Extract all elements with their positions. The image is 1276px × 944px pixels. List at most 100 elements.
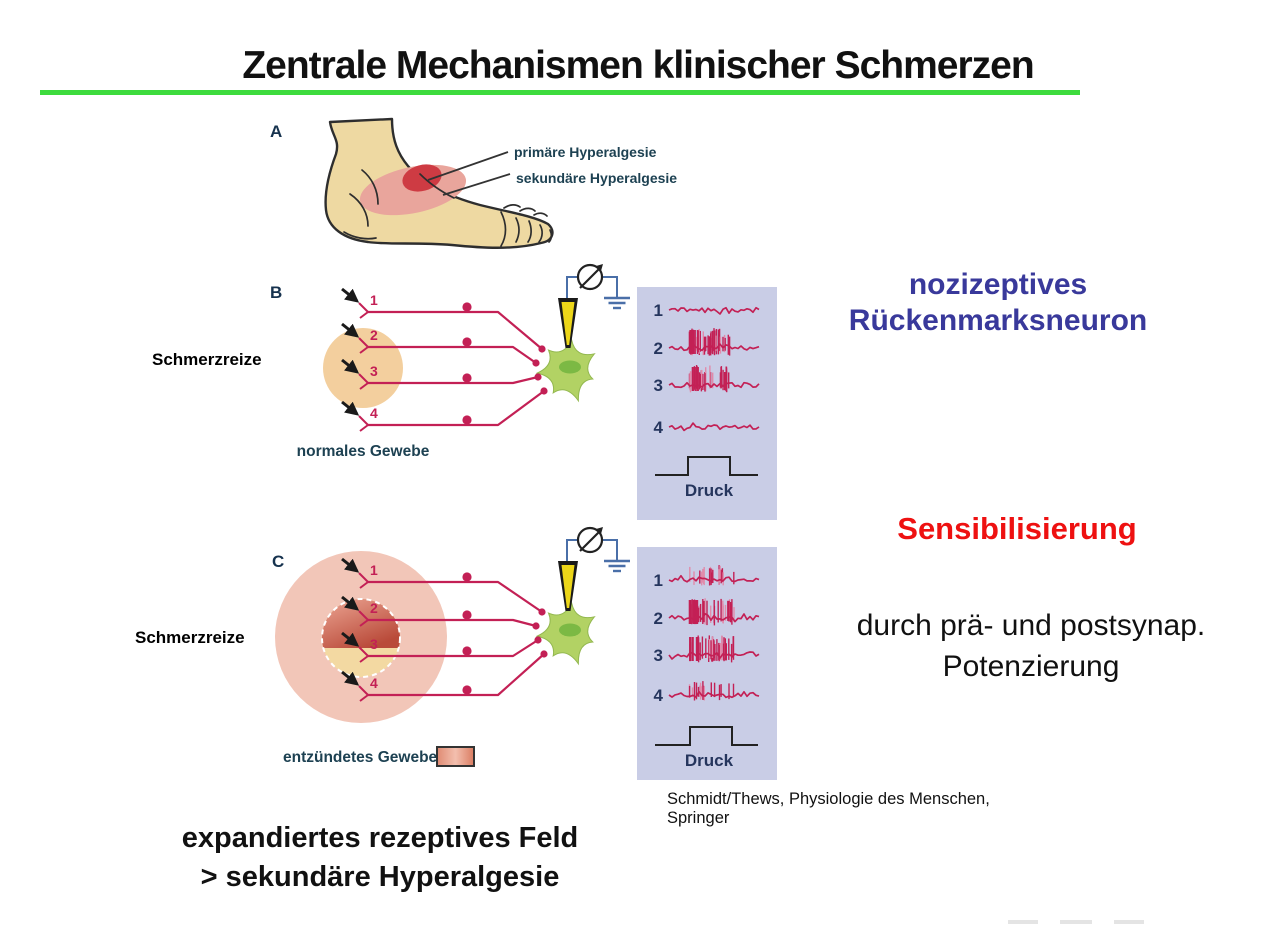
micropipette-fill bbox=[561, 302, 575, 345]
fiber-axon bbox=[368, 310, 543, 350]
faint-artifact bbox=[1114, 920, 1144, 924]
panel-c-circuit-figure: C Schmerzreize entzündetes Gewebe 1 2 3 4 bbox=[135, 526, 630, 767]
tissue-label-inflamed: entzündetes Gewebe bbox=[283, 749, 438, 766]
panel-letter-a: A bbox=[270, 122, 282, 141]
pressure-label: Druck bbox=[685, 751, 734, 770]
spike-train bbox=[668, 422, 760, 432]
neuron-heading-line2: Rückenmarksneuron bbox=[848, 304, 1148, 337]
stimulus-arrow-icon bbox=[341, 287, 360, 303]
synaptic-bouton bbox=[534, 636, 542, 644]
panel-letter-c: C bbox=[272, 552, 284, 571]
afferent-fibers: 1 2 3 4 bbox=[341, 557, 545, 702]
pressure-pulse bbox=[655, 456, 758, 476]
fiber-soma bbox=[462, 302, 472, 312]
fiber-axon bbox=[368, 618, 537, 628]
spike-train bbox=[668, 565, 760, 586]
fiber-number: 1 bbox=[370, 562, 378, 578]
fiber-soma bbox=[462, 572, 472, 582]
spike-train bbox=[668, 365, 760, 393]
synaptic-bouton bbox=[532, 359, 540, 367]
stimulus-arrow-icon bbox=[341, 631, 360, 647]
fiber-number: 2 bbox=[370, 327, 378, 343]
fiber-number: 1 bbox=[370, 292, 378, 308]
fiber-number: 2 bbox=[370, 600, 378, 616]
recording-traces-panel-c: 1 2 3 4 Druck bbox=[637, 547, 777, 780]
receptive-field-circle bbox=[323, 328, 403, 408]
fiber-axon bbox=[368, 375, 539, 385]
stimulus-arrow-icon bbox=[341, 557, 360, 573]
trace-number: 4 bbox=[654, 686, 664, 705]
fiber-number: 3 bbox=[370, 636, 378, 652]
spike-train bbox=[668, 328, 760, 356]
fiber-axon bbox=[368, 580, 543, 613]
trace-number: 2 bbox=[654, 339, 663, 358]
trace-number: 1 bbox=[654, 571, 663, 590]
mechanism-line1: durch prä- und postsynap. bbox=[856, 609, 1206, 642]
label-pointer-lines bbox=[427, 151, 511, 196]
trace-number: 2 bbox=[654, 609, 663, 628]
synaptic-bouton bbox=[538, 345, 546, 353]
stimulus-arrow-icon bbox=[341, 358, 360, 374]
fiber-ending bbox=[358, 685, 369, 702]
stimulus-arrow-icon bbox=[341, 595, 360, 611]
trace-number: 4 bbox=[654, 418, 664, 437]
spike-train bbox=[668, 306, 760, 315]
conclusion-line2: > sekundäre Hyperalgesie bbox=[200, 861, 560, 893]
title-underline bbox=[40, 90, 1080, 95]
primary-hyperalgesia-label: primäre Hyperalgesie bbox=[514, 144, 657, 160]
fiber-ending bbox=[358, 610, 369, 627]
electrode-wire bbox=[566, 276, 578, 300]
panel-a-foot-figure: A primäre Hyperalgesie sekundäre Hyperal… bbox=[270, 117, 677, 249]
fiber-soma bbox=[462, 337, 472, 347]
citation-line2: Springer bbox=[667, 809, 730, 827]
panel-letter-b: B bbox=[270, 283, 282, 302]
fiber-soma bbox=[462, 610, 472, 620]
fiber-soma bbox=[462, 646, 472, 656]
inflamed-tissue-swatch bbox=[436, 746, 475, 767]
fiber-number: 4 bbox=[370, 675, 378, 691]
mechanism-line2: Potenzierung bbox=[942, 650, 1120, 683]
recording-electrode bbox=[558, 263, 630, 348]
fiber-axon bbox=[368, 390, 545, 427]
meter-needle-head bbox=[596, 264, 603, 271]
neuron-heading-line1: nozizeptives bbox=[908, 268, 1088, 301]
fiber-ending bbox=[358, 572, 369, 589]
meter-needle-head bbox=[596, 527, 603, 534]
neuron-nucleus bbox=[559, 360, 581, 374]
electrode-wire bbox=[602, 539, 618, 560]
fiber-axon bbox=[368, 639, 539, 658]
neuron-nucleus bbox=[559, 623, 581, 637]
spike-train bbox=[668, 598, 760, 626]
fiber-axon bbox=[368, 345, 537, 364]
stimulus-arrow-icon bbox=[341, 400, 360, 416]
foot-illustration bbox=[324, 117, 554, 249]
fiber-ending bbox=[358, 373, 369, 390]
faint-artifact bbox=[1008, 920, 1038, 924]
meter-needle bbox=[579, 267, 601, 289]
pain-stimulus-label-b: Schmerzreize bbox=[152, 350, 262, 369]
inflamed-core-region bbox=[322, 599, 401, 648]
fiber-soma bbox=[462, 415, 472, 425]
fiber-soma bbox=[462, 373, 472, 383]
trace-panel-background bbox=[637, 547, 777, 780]
trace-panel-background bbox=[637, 287, 777, 520]
fiber-axon bbox=[368, 653, 545, 697]
electrode-wire bbox=[602, 276, 618, 297]
faint-artifact bbox=[1060, 920, 1092, 924]
stimulus-arrow-icon bbox=[341, 322, 360, 338]
secondary-hyperalgesia-label: sekundäre Hyperalgesie bbox=[516, 170, 677, 186]
electrode-wire bbox=[566, 539, 578, 563]
trace-number: 3 bbox=[654, 376, 663, 395]
foot-detail-lines bbox=[343, 169, 553, 247]
sensitization-heading: Sensibilisierung bbox=[897, 511, 1137, 546]
trace-number: 1 bbox=[654, 301, 663, 320]
spike-train bbox=[668, 635, 760, 663]
spike-train bbox=[668, 681, 760, 701]
pain-stimulus-label-c: Schmerzreize bbox=[135, 628, 245, 647]
synaptic-bouton bbox=[538, 608, 546, 616]
synaptic-bouton bbox=[532, 622, 540, 630]
stimulus-arrow-icon bbox=[341, 670, 360, 686]
pressure-pulse bbox=[655, 726, 758, 746]
